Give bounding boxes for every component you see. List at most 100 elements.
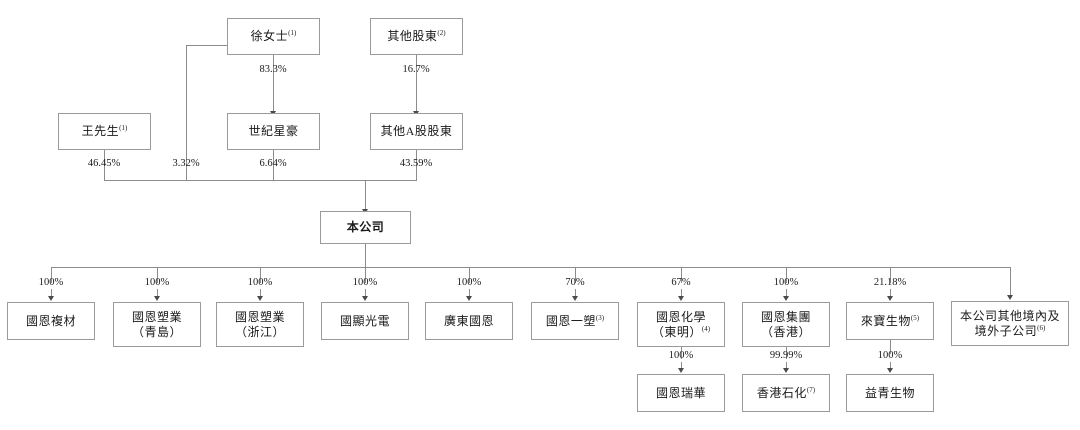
node-sub6-line1: 國恩一塑 — [545, 313, 596, 328]
node-wang: 王先生(1) — [58, 113, 151, 150]
pct-sub3: 100% — [247, 277, 273, 288]
node-other-a-shares-label: 其他A股股東 — [380, 124, 453, 138]
pct-xu-company: 3.32% — [172, 158, 200, 169]
connector-sub7 — [681, 267, 682, 283]
node-sub10-line1: 本公司其他境內及 — [959, 308, 1060, 323]
node-century: 世紀星豪 — [227, 113, 320, 150]
pct-sub7: 67% — [671, 277, 691, 288]
connector-century-down — [273, 150, 274, 180]
pct-ashares-company: 43.59% — [399, 158, 433, 169]
node-sub9-sup: (5) — [910, 313, 920, 322]
connector-sub2-b — [157, 289, 158, 298]
node-other-shareholders-label: 其他股東 — [387, 29, 438, 43]
arrow-sub6 — [571, 296, 578, 301]
pct-sub4: 100% — [352, 277, 378, 288]
pct-sub9: 21.18% — [873, 277, 907, 288]
node-sub2: 國恩塑業 （青島） — [113, 302, 201, 347]
connector-xu-left-out — [186, 45, 227, 46]
node-sub8: 國恩集團 （香港） — [742, 302, 830, 347]
connector-sub9a-b — [890, 362, 891, 370]
node-other-a-shares: 其他A股股東 — [370, 113, 463, 150]
pct-sub8a: 99.99% — [769, 350, 803, 361]
node-company-label: 本公司 — [346, 220, 385, 234]
node-sub4-line1: 國顯光電 — [339, 313, 390, 328]
node-sub9a-line1: 益青生物 — [864, 385, 915, 400]
node-sub5-line1: 廣東國恩 — [443, 313, 494, 328]
connector-company-to-bar — [365, 244, 366, 267]
node-sub3-line2: （浙江） — [234, 324, 285, 339]
pct-xu-century: 83.3% — [259, 64, 287, 75]
arrow-sub8 — [782, 296, 789, 301]
arrow-sub8a — [782, 368, 789, 373]
node-sub3: 國恩塑業 （浙江） — [216, 302, 304, 347]
arrow-sub3 — [256, 296, 263, 301]
node-sub2-line1: 國恩塑業 — [131, 309, 182, 324]
connector-sub9a — [890, 340, 891, 354]
node-wang-sup: (1) — [119, 124, 128, 132]
node-sub2-line2: （青島） — [131, 324, 182, 339]
node-sub6-sup: (3) — [595, 313, 605, 322]
node-sub8a-sup: (7) — [806, 385, 816, 394]
node-sub1: 國恩複材 — [7, 302, 95, 340]
connector-sub3 — [260, 267, 261, 283]
node-sub9a: 益青生物 — [846, 374, 934, 412]
connector-sub7-b — [681, 289, 682, 298]
pct-sub6: 70% — [565, 277, 585, 288]
arrow-sub9 — [886, 296, 893, 301]
connector-sub8a-b — [786, 362, 787, 370]
node-sub3-line1: 國恩塑業 — [234, 309, 285, 324]
connector-sub3-b — [260, 289, 261, 298]
arrow-sub10 — [1006, 295, 1013, 300]
pct-sub2: 100% — [144, 277, 170, 288]
connector-sub7a-b — [681, 362, 682, 370]
node-company: 本公司 — [320, 211, 411, 244]
node-sub8-line1: 國恩集團 — [760, 309, 811, 324]
node-xu: 徐女士(1) — [227, 18, 320, 55]
connector-sub4-b — [365, 289, 366, 298]
node-sub7-line2: （東明） — [651, 324, 702, 339]
node-sub4: 國顯光電 — [321, 302, 409, 340]
pct-wang-company: 46.45% — [87, 158, 121, 169]
connector-sub8-b — [786, 289, 787, 298]
node-sub8a-line1: 香港石化 — [756, 385, 807, 400]
connector-sub8a — [786, 347, 787, 359]
connector-wang-down — [104, 150, 105, 180]
connector-sub1 — [51, 267, 52, 283]
pct-century-company: 6.64% — [259, 158, 287, 169]
node-sub8-line2: （香港） — [760, 324, 811, 339]
connector-sub2 — [157, 267, 158, 283]
node-other-shareholders: 其他股東(2) — [370, 18, 463, 55]
pct-other-ashares: 16.7% — [402, 64, 430, 75]
connector-sub1-b — [51, 289, 52, 298]
arrow-sub4 — [361, 296, 368, 301]
arrow-sub7 — [677, 296, 684, 301]
node-sub8a: 香港石化(7) — [742, 374, 830, 412]
connector-sub7a — [681, 347, 682, 359]
connector-sub6-b — [575, 289, 576, 298]
node-sub1-line1: 國恩複材 — [25, 313, 76, 328]
node-sub6: 國恩一塑(3) — [531, 302, 619, 340]
node-sub10: 本公司其他境內及 境外子公司(6) — [951, 301, 1069, 346]
node-sub10-line2: 境外子公司 — [974, 323, 1038, 338]
node-sub9-line1: 來寶生物 — [860, 313, 911, 328]
connector-other-ashares — [416, 55, 417, 113]
arrow-sub5 — [465, 296, 472, 301]
node-sub7a-line1: 國恩瑞華 — [655, 385, 706, 400]
connector-sub9-b — [890, 289, 891, 298]
connector-sub5-b — [469, 289, 470, 298]
connector-xu-century — [273, 55, 274, 113]
node-sub7-line1: 國恩化學 — [655, 309, 706, 324]
connector-sub5 — [469, 267, 470, 283]
pct-sub7a: 100% — [668, 350, 694, 361]
node-xu-sup: (1) — [288, 29, 297, 37]
connector-sub9 — [890, 267, 891, 283]
node-sub5: 廣東國恩 — [425, 302, 513, 340]
connector-ashares-down — [416, 150, 417, 180]
arrow-sub1 — [47, 296, 54, 301]
node-sub7: 國恩化學 （東明）(4) — [637, 302, 725, 347]
pct-sub5: 100% — [456, 277, 482, 288]
connector-sub10 — [1010, 267, 1011, 296]
node-sub7-sup: (4) — [701, 324, 711, 333]
connector-xu-left-down — [186, 45, 187, 180]
